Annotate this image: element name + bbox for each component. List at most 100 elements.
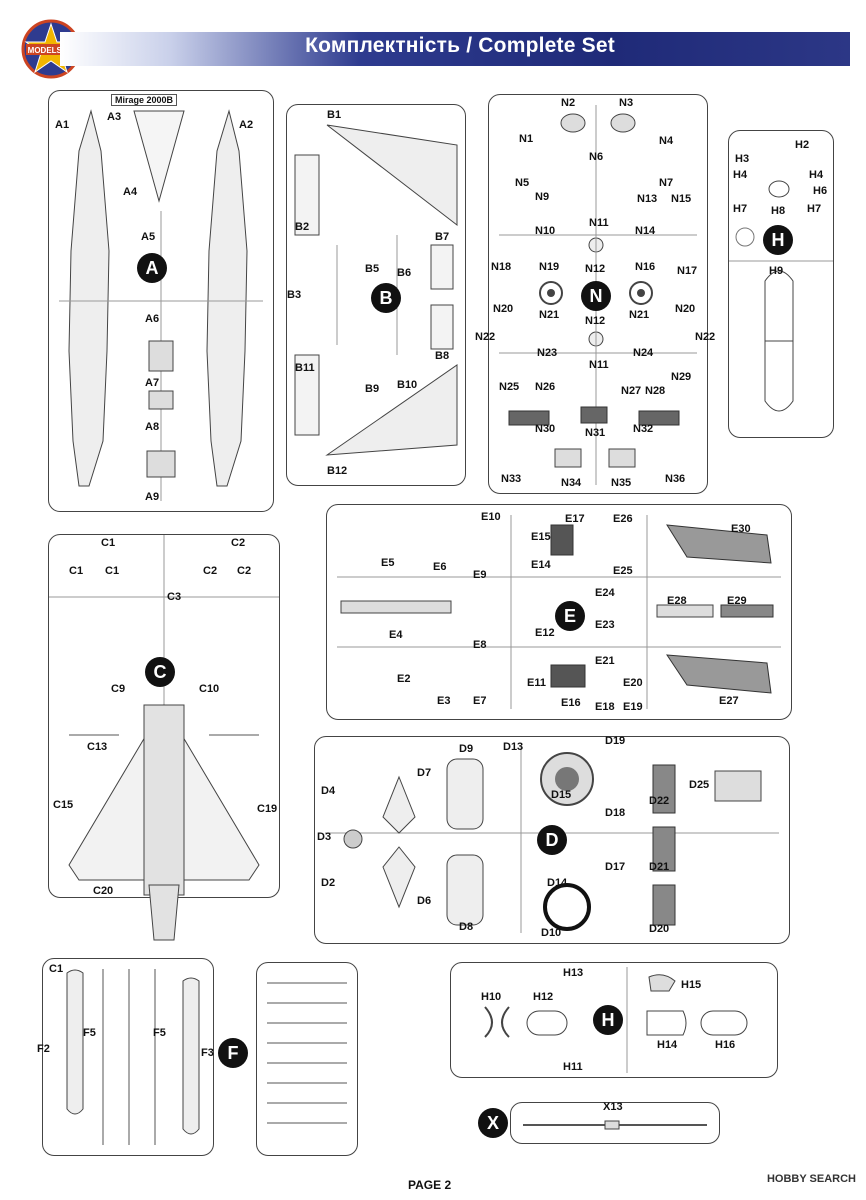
sprue-a-badge: A (137, 253, 167, 283)
sprue-h-second: H13 H10 H12 H15 H H14 H16 H11 (450, 962, 778, 1078)
label-n20-right: N20 (675, 303, 696, 315)
label-f3: F3 (201, 1047, 214, 1059)
sprue-d: D9 D13 D19 D7 D4 D15 D22 D25 D18 D D3 D1… (314, 735, 790, 944)
label-n17: N17 (677, 265, 698, 277)
label-a5: A5 (141, 231, 156, 243)
label-e21: E21 (595, 655, 615, 667)
label-d4: D4 (321, 785, 336, 797)
label-a3: A3 (107, 111, 122, 123)
label-c2-b: C2 (237, 565, 252, 577)
label-n2: N2 (561, 97, 576, 109)
label-f-c1: C1 (49, 963, 64, 975)
label-n11-bottom: N11 (589, 359, 609, 371)
label-n13: N13 (637, 193, 658, 205)
label-a8: A8 (145, 421, 160, 433)
label-e10: E10 (481, 511, 501, 523)
label-h11: H11 (563, 1061, 583, 1073)
label-d14: D14 (547, 877, 568, 889)
label-n22-right: N22 (695, 331, 716, 343)
label-n10: N10 (535, 225, 556, 237)
page-number: PAGE 2 (408, 1178, 452, 1192)
sprue-f-badge: F (218, 1038, 248, 1068)
label-h6: H6 (813, 185, 828, 197)
label-e17: E17 (565, 513, 585, 525)
sprue-h: H3 H2 H4 H4 H6 H7 H8 H7 H H9 (728, 130, 834, 438)
label-h13: H13 (563, 967, 584, 979)
sprue-a: Mirage 2000B A1 A2 A3 A4 A5 A A6 A7 A8 A… (48, 90, 274, 512)
label-n33: N33 (501, 473, 522, 485)
label-e9: E9 (473, 569, 487, 581)
sprue-h-second-badge: H (593, 1005, 623, 1035)
label-d7: D7 (417, 767, 432, 779)
label-d8: D8 (459, 921, 474, 933)
label-c3: C3 (167, 591, 182, 603)
label-h15: H15 (681, 979, 702, 991)
label-b10: B10 (397, 379, 418, 391)
label-n20-left: N20 (493, 303, 514, 315)
label-b11: B11 (295, 362, 315, 374)
label-e15: E15 (531, 531, 551, 543)
label-e8: E8 (473, 639, 487, 651)
label-c10: C10 (199, 683, 220, 695)
label-e19: E19 (623, 701, 643, 713)
sprue-c: C1 C2 C1 C1 C2 C2 C3 C C9 C10 C13 C15 C1… (48, 534, 280, 941)
label-n9: N9 (535, 191, 550, 203)
label-e12: E12 (535, 627, 555, 639)
label-f2: F2 (37, 1043, 50, 1055)
label-h16: H16 (715, 1039, 736, 1051)
label-c1-top: C1 (101, 537, 116, 549)
label-d18: D18 (605, 807, 626, 819)
sprue-h-drawing (729, 180, 833, 412)
label-h3: H3 (735, 153, 750, 165)
label-n35: N35 (611, 477, 632, 489)
label-h8: H8 (771, 205, 786, 217)
label-b12: B12 (327, 465, 348, 477)
sprue-n: N1 N2 N3 N4 N5 N6 N7 N9 N13 N15 N10 N11 … (475, 94, 715, 494)
page-title: Комплектність / Complete Set (305, 34, 615, 57)
sprue-f-drawing (66, 969, 200, 1145)
label-c20: C20 (93, 885, 114, 897)
label-a4: A4 (123, 186, 138, 198)
label-b6: B6 (397, 267, 412, 279)
label-e11: E11 (527, 677, 546, 689)
label-b9: B9 (365, 383, 380, 395)
header-bar (60, 32, 850, 66)
label-d15: D15 (551, 789, 572, 801)
label-d10: D10 (541, 927, 562, 939)
sprue-h-second-drawing (484, 967, 748, 1073)
label-n24: N24 (633, 347, 654, 359)
label-h7-right: H7 (807, 203, 822, 215)
sprue-f-missiles (256, 962, 358, 1156)
page-header: Комплектність / Complete Set (60, 28, 850, 70)
label-d22: D22 (649, 795, 670, 807)
label-n31: N31 (585, 427, 606, 439)
label-d13: D13 (503, 741, 524, 753)
label-n34: N34 (561, 477, 582, 489)
label-n30: N30 (535, 423, 556, 435)
label-n36: N36 (665, 473, 686, 485)
sprue-c-badge: C (145, 657, 175, 687)
label-d17: D17 (605, 861, 626, 873)
label-e30: E30 (731, 523, 751, 535)
label-e6: E6 (433, 561, 447, 573)
label-x13: X13 (603, 1101, 623, 1113)
logo-text: MODELSVIT (28, 46, 75, 55)
sprue-d-badge: D (537, 825, 567, 855)
label-n27: N27 (621, 385, 642, 397)
label-d2: D2 (321, 877, 336, 889)
label-f5-left: F5 (83, 1027, 96, 1039)
label-n14: N14 (635, 225, 656, 237)
label-e27: E27 (719, 695, 739, 707)
label-c1-a: C1 (69, 565, 84, 577)
label-e26: E26 (613, 513, 633, 525)
label-e14: E14 (531, 559, 551, 571)
label-n22-left: N22 (475, 331, 496, 343)
label-c2-a: C2 (203, 565, 218, 577)
sprue-b-badge: B (371, 283, 401, 313)
label-d6: D6 (417, 895, 432, 907)
label-e18: E18 (595, 701, 615, 713)
sprue-e: E10 E17 E26 E5 E6 E15 E14 E25 E30 E9 E24… (326, 504, 792, 720)
label-n15: N15 (671, 193, 692, 205)
sprue-x-drawing (523, 1120, 707, 1130)
label-h14: H14 (657, 1039, 678, 1051)
